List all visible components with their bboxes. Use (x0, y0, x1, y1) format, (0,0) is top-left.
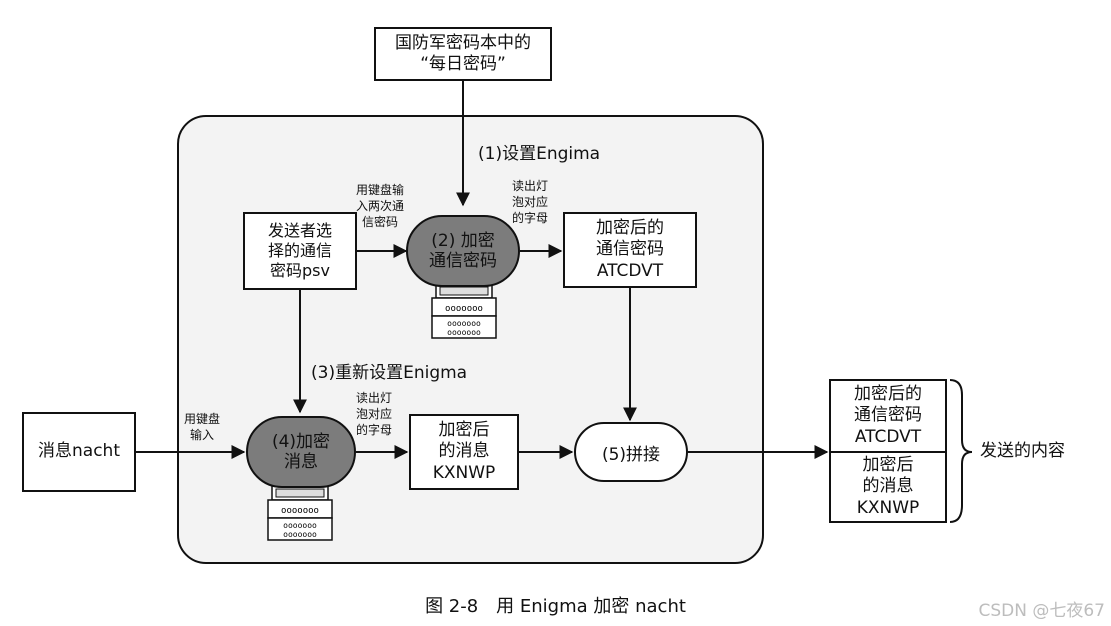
step1-label: (1)设置Engima (478, 144, 601, 164)
enigma-machine-icon: ooooooo ooooooo ooooooo (431, 283, 497, 339)
system-frame (177, 115, 764, 564)
brace-icon (949, 379, 973, 523)
encrypt-msg-oval: (4)加密 消息 (246, 416, 356, 488)
message-text: 消息nacht (38, 441, 120, 462)
output-bottom-box: 加密后 的消息 KXNWP (829, 451, 947, 523)
output-bottom-line-2: 的消息 (862, 476, 914, 497)
enigma-machine-icon: ooooooo ooooooo ooooooo (267, 485, 333, 541)
concat-text: (5)拼接 (601, 444, 661, 465)
svg-text:ooooooo: ooooooo (283, 521, 317, 530)
sender-key-line-3: 密码psv (270, 261, 330, 280)
svg-text:ooooooo: ooooooo (445, 304, 483, 314)
encrypt-msg-line-2: 消息 (284, 452, 318, 472)
encrypted-msg-line-1: 加密后 (438, 420, 490, 441)
encrypted-key-line-1: 加密后的 (596, 218, 664, 239)
output-top-box: 加密后的 通信密码 ATCDVT (829, 379, 947, 453)
svg-text:ooooooo: ooooooo (283, 530, 317, 539)
encrypt-key-line-1: (2) 加密 (431, 230, 495, 251)
daily-key-line-2: “每日密码” (420, 54, 506, 74)
watermark: CSDN @七夜67 (978, 601, 1105, 621)
output-bottom-line-1: 加密后 (862, 455, 914, 476)
encrypted-key-line-2: 通信密码 (596, 239, 664, 260)
keyboard-input-note-2: 用键盘 输入 (184, 412, 221, 443)
encrypted-msg-line-3: KXNWP (432, 462, 496, 483)
svg-text:ooooooo: ooooooo (281, 506, 319, 516)
encrypt-msg-line-1: (4)加密 (271, 431, 331, 452)
sender-key-line-2: 择的通信 (267, 241, 332, 260)
read-lamp-note-2: 读出灯 泡对应 的字母 (356, 391, 393, 438)
encrypted-msg-box: 加密后 的消息 KXNWP (409, 414, 519, 490)
concat-pill: (5)拼接 (574, 422, 688, 482)
step3-label: (3)重新设置Enigma (311, 363, 468, 383)
message-box: 消息nacht (22, 412, 136, 492)
sender-key-line-1: 发送者选 (267, 221, 332, 240)
encrypted-key-box: 加密后的 通信密码 ATCDVT (563, 212, 697, 288)
sender-key-box: 发送者选 择的通信 密码psv (243, 212, 357, 290)
encrypted-msg-line-2: 的消息 (438, 441, 490, 462)
output-label: 发送的内容 (980, 441, 1065, 461)
encrypt-key-line-2: 通信密码 (429, 251, 497, 271)
figure-caption: 图 2-8 用 Enigma 加密 nacht (425, 596, 686, 617)
svg-text:ooooooo: ooooooo (447, 328, 481, 337)
output-top-line-2: 通信密码 (854, 405, 922, 426)
read-lamp-note-1: 读出灯 泡对应 的字母 (512, 179, 549, 226)
svg-text:ooooooo: ooooooo (447, 319, 481, 328)
encrypted-key-line-3: ATCDVT (596, 260, 664, 281)
output-top-line-3: ATCDVT (854, 426, 922, 447)
encrypt-key-oval: (2) 加密 通信密码 (406, 215, 520, 287)
daily-key-box: 国防军密码本中的 “每日密码” (374, 27, 552, 81)
keyboard-input-note-1: 用键盘输 入两次通 信密码 (356, 183, 405, 230)
daily-key-line-1: 国防军密码本中的 (395, 32, 531, 53)
output-bottom-line-3: KXNWP (856, 497, 920, 518)
output-top-line-1: 加密后的 (854, 384, 922, 405)
